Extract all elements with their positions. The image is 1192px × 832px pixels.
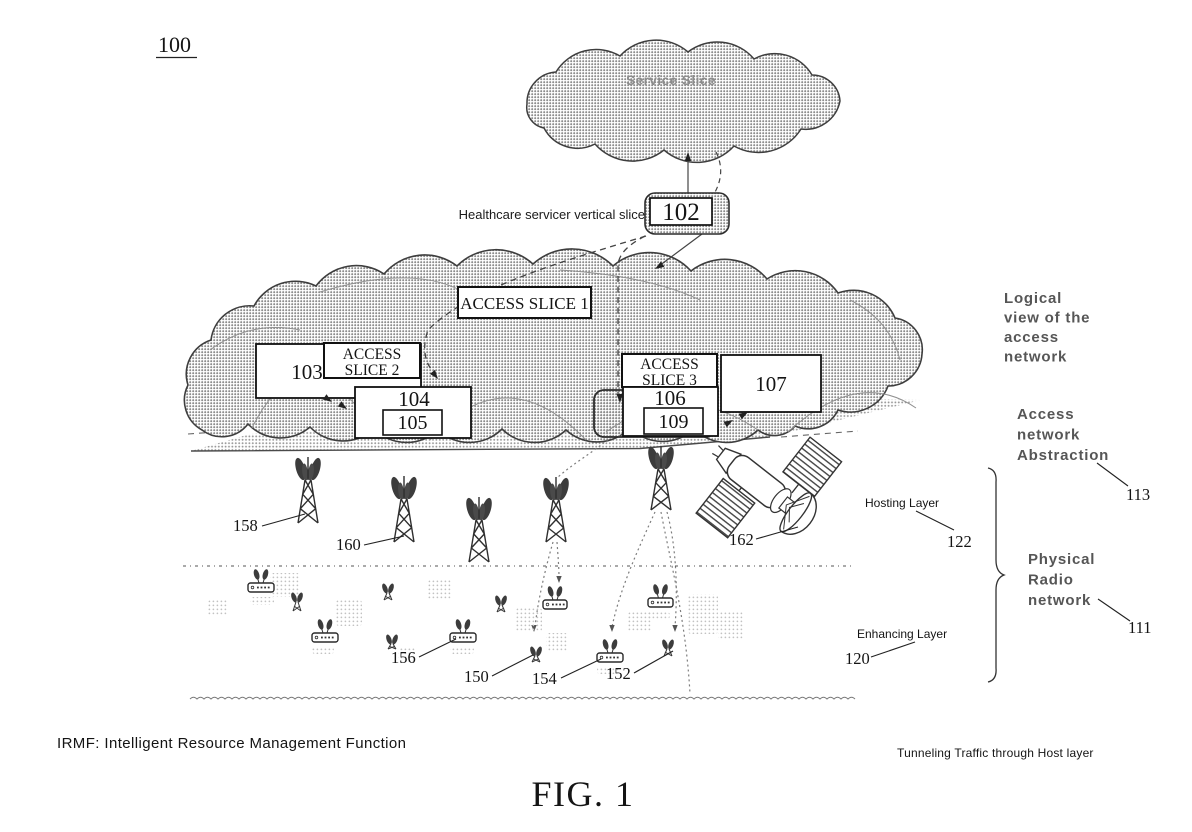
slice-connectors [424, 151, 722, 396]
router-device [311, 619, 339, 643]
box-access-slice-1 [457, 286, 592, 319]
router-device [542, 586, 568, 610]
label-160: 160 [336, 535, 361, 554]
enhancing-layer-ref: 120 [845, 649, 870, 668]
logical-view-line3: access [1004, 329, 1059, 346]
satellite [695, 436, 843, 539]
access-slice-2-line1: ACCESS [343, 346, 402, 363]
box-105-label: 105 [398, 412, 428, 434]
physical-line1: Physical [1028, 551, 1095, 568]
abstraction-line2: network [1017, 427, 1080, 444]
box-access-slice-2 [323, 342, 421, 379]
label-162: 162 [729, 530, 754, 549]
hosting-layer-label: Hosting Layer [865, 496, 939, 510]
box-102-label: 102 [662, 199, 700, 226]
access-slice-2-line2: SLICE 2 [345, 362, 400, 379]
healthcare-slice-102: 102 Healthcare servicer vertical slice [459, 192, 730, 235]
box-104-label: 104 [398, 387, 430, 411]
abstraction-line3: Abstraction [1017, 447, 1109, 464]
logical-view-line2: view of the [1004, 310, 1090, 327]
access-slice-1-label: ACCESS SLICE 1 [460, 294, 588, 313]
bottom-boundary [189, 696, 856, 700]
service-slice-label: Service Slice [626, 73, 716, 88]
hosting-layer-ref: 122 [947, 532, 972, 551]
healthcare-slice-label: Healthcare servicer vertical slice [459, 207, 645, 222]
arrowheads [322, 152, 748, 428]
physical-network-brace [987, 467, 1006, 683]
label-156: 156 [391, 648, 416, 667]
access-slice-boxes: ACCESS SLICE 1 103 ACCESS SLICE 2 104 10… [255, 286, 822, 439]
equipment-labels: 158 160 162 156 150 154 152 [233, 513, 799, 688]
box-106-label: 106 [654, 386, 686, 410]
tunneling-traffic-curves [534, 435, 691, 695]
logical-view-line4: network [1004, 349, 1067, 366]
device-shadows [208, 573, 744, 674]
small-antenna [495, 595, 507, 613]
box-109 [643, 407, 704, 435]
radio-tower [648, 446, 674, 511]
logical-view-line1: Logical [1004, 290, 1062, 307]
label-158: 158 [233, 516, 258, 535]
figure-caption: FIG. 1 [531, 774, 634, 814]
abstraction-line1: Access [1017, 406, 1074, 423]
access-slice-3-line1: ACCESS [640, 356, 699, 373]
solar-panel [695, 477, 756, 539]
physical-line2: Radio [1028, 572, 1074, 589]
right-annotations: Logical view of the access network Acces… [987, 290, 1152, 683]
box-109-label: 109 [659, 411, 689, 433]
radio-tower [391, 476, 417, 543]
radio-tower [295, 457, 321, 524]
label-154: 154 [532, 669, 557, 688]
satellite-nozzle [715, 447, 743, 475]
tunneling-note: Tunneling Traffic through Host layer [897, 746, 1094, 760]
router-device [449, 619, 477, 643]
box-103-label: 103 [291, 360, 323, 384]
layer-annotations: Hosting Layer 122 Enhancing Layer 120 [845, 496, 972, 668]
small-antenna [382, 583, 394, 601]
label-152: 152 [606, 664, 631, 683]
router-device [247, 569, 275, 593]
box-107-label: 107 [755, 372, 787, 396]
abstraction-ref: 113 [1126, 485, 1150, 504]
physical-ref: 111 [1128, 618, 1152, 637]
enhancing-layer-label: Enhancing Layer [857, 627, 947, 641]
label-150: 150 [464, 667, 489, 686]
irmf-note: IRMF: Intelligent Resource Management Fu… [57, 735, 406, 752]
access-slice-3-line2: SLICE 3 [642, 372, 697, 389]
small-antenna [291, 592, 303, 612]
router-device [647, 584, 674, 608]
radio-tower [543, 477, 569, 543]
radio-tower [466, 497, 492, 563]
figure-reference-number: 100 [158, 32, 191, 57]
physical-line3: network [1028, 592, 1091, 609]
router-device [596, 639, 624, 663]
small-antenna [530, 646, 542, 663]
solar-panel [781, 436, 843, 498]
service-slice-cloud: Service Slice [525, 39, 841, 164]
box-107 [720, 354, 822, 413]
box-105 [382, 409, 443, 436]
small-antenna [386, 634, 398, 650]
